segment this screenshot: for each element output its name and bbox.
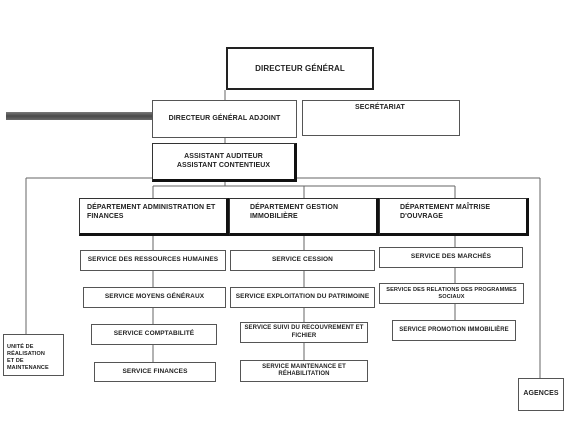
service-exploitation-patrimoine-box: SERVICE EXPLOITATION DU PATRIMOINE <box>230 287 375 308</box>
service-finances-box: SERVICE FINANCES <box>94 362 216 382</box>
secretariat-box: SECRÉTARIAT <box>302 100 460 136</box>
department-administration-finances-box: DÉPARTEMENT ADMINISTRATION ET FINANCES <box>79 198 229 236</box>
directeur-general-box: DIRECTEUR GÉNÉRAL <box>226 47 374 90</box>
service-promotion-immobiliere-box: SERVICE PROMOTION IMMOBILIÈRE <box>392 320 516 341</box>
decorative-bar <box>6 112 152 120</box>
service-suivi-recouvrement-box: SERVICE SUIVI DU RECOUVREMENT ET FICHIER <box>240 322 368 343</box>
department-maitrise-ouvrage-box: DÉPARTEMENT MAÎTRISE D'OUVRAGE <box>379 198 529 236</box>
service-moyens-generaux-box: SERVICE MOYENS GÉNÉRAUX <box>83 287 226 308</box>
agences-box: AGENCES <box>518 378 564 411</box>
service-cession-box: SERVICE CESSION <box>230 250 375 271</box>
service-maintenance-rehabilitation-box: SERVICE MAINTENANCE ET RÉHABILITATION <box>240 360 368 382</box>
department-gestion-immobiliere-box: DÉPARTEMENT GESTION IMMOBILIÈRE <box>229 198 379 236</box>
assistants-box: ASSISTANT AUDITEUR ASSISTANT CONTENTIEUX <box>152 143 297 182</box>
service-ressources-humaines-box: SERVICE DES RESSOURCES HUMAINES <box>80 250 226 271</box>
service-marches-box: SERVICE DES MARCHÉS <box>379 247 523 268</box>
directeur-general-adjoint-box: DIRECTEUR GÉNÉRAL ADJOINT <box>152 100 297 138</box>
unite-realisation-maintenance-box: UNITÉ DE RÉALISATION ET DE MAINTENANCE <box>3 334 64 376</box>
service-programmes-sociaux-box: SERVICE DES RELATIONS DES PROGRAMMES SOC… <box>379 283 524 304</box>
service-comptabilite-box: SERVICE COMPTABILITÉ <box>91 324 217 345</box>
